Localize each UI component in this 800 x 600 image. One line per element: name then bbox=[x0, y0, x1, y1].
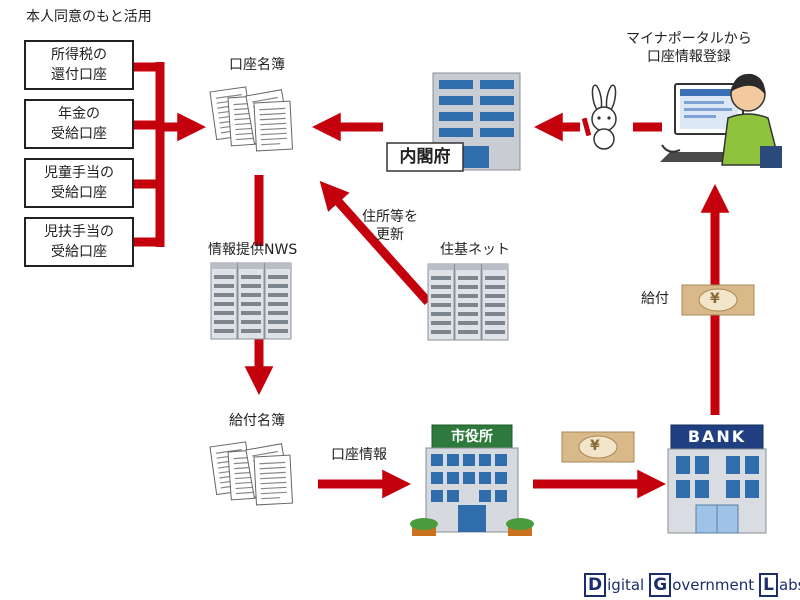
account-box-income-tax-label: 所得税の 還付口座 bbox=[51, 47, 107, 83]
yen-banknote-icon-2 bbox=[561, 431, 635, 463]
juki-net-server-icon bbox=[427, 263, 509, 341]
bank-building-icon bbox=[667, 424, 767, 534]
payment-label: 給付 bbox=[641, 291, 669, 307]
account-box-child-allowance-label: 児童手当の 受給口座 bbox=[44, 165, 114, 201]
payment-registry-label: 給付名簿 bbox=[229, 413, 285, 429]
header-label: 本人同意のもと活用 bbox=[26, 9, 152, 25]
yen-symbol-2: ¥ bbox=[590, 438, 600, 454]
myna-portal-label: マイナポータルから 口座情報登録 bbox=[626, 31, 752, 65]
jukinet-to-registry-arrow bbox=[319, 180, 432, 305]
yen-symbol-1: ¥ bbox=[710, 291, 720, 307]
logo-cap-g: G bbox=[649, 573, 672, 597]
address-update-label: 住所等を 更新 bbox=[362, 209, 418, 243]
logo-cap-d: D bbox=[584, 573, 607, 597]
account-registry-label: 口座名簿 bbox=[229, 57, 285, 73]
logo-rest-igital: igital bbox=[607, 576, 645, 594]
account-box-pension-label: 年金の 受給口座 bbox=[51, 106, 107, 142]
mascot-rabbit-icon bbox=[581, 84, 617, 150]
payment-registry-documents-icon bbox=[209, 441, 294, 506]
account-info-label: 口座情報 bbox=[331, 447, 387, 463]
yen-banknote-icon-1 bbox=[681, 284, 755, 316]
account-registry-documents-icon bbox=[209, 86, 294, 152]
logo-cap-l: L bbox=[759, 573, 778, 597]
juki-net-label: 住基ネット bbox=[440, 242, 510, 258]
bank-sign: BANK bbox=[687, 427, 747, 446]
account-box-income-tax: 所得税の 還付口座 bbox=[24, 40, 134, 90]
arrows bbox=[134, 62, 730, 499]
logo-rest-abs: abs bbox=[778, 576, 800, 594]
person-at-computer-icon bbox=[660, 73, 782, 168]
cabinet-office-sign: 内閣府 bbox=[399, 147, 451, 167]
account-box-pension: 年金の 受給口座 bbox=[24, 99, 134, 149]
city-hall-building-icon bbox=[410, 424, 534, 536]
nws-label: 情報提供NWS bbox=[208, 242, 298, 258]
account-box-child-allowance: 児童手当の 受給口座 bbox=[24, 158, 134, 208]
nws-server-icon bbox=[210, 262, 292, 340]
account-box-child-support-allowance-label: 児扶手当の 受給口座 bbox=[44, 224, 114, 260]
cabinet-office-building-icon bbox=[386, 72, 521, 172]
logo-rest-overnment: overnment bbox=[672, 576, 755, 594]
account-box-child-support-allowance: 児扶手当の 受給口座 bbox=[24, 217, 134, 267]
city-hall-sign: 市役所 bbox=[451, 429, 493, 445]
